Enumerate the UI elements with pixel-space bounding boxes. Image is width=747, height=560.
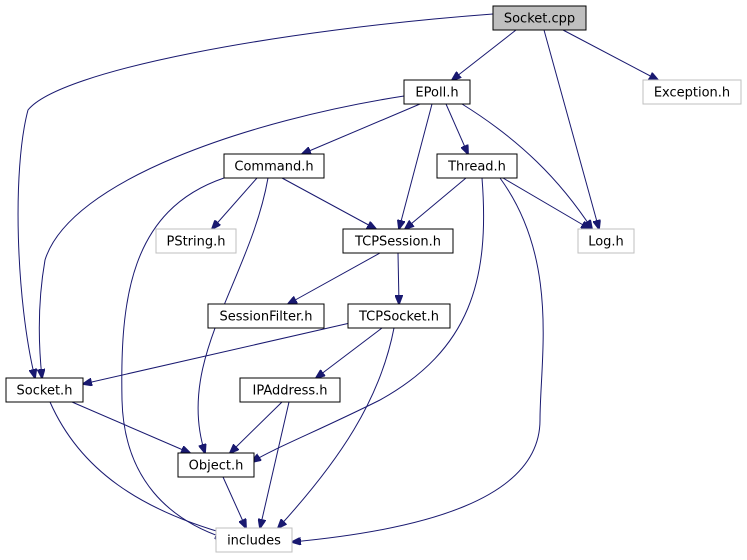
node-tcpsession-h[interactable]: TCPSession.h: [342, 228, 454, 254]
node-tcpsocket-h[interactable]: TCPSocket.h: [347, 303, 451, 329]
edge-ipaddress-h-to-object-h: [230, 401, 283, 453]
edge-epoll-h-to-log-h: [461, 103, 592, 229]
node-sessionfilter-h[interactable]: SessionFilter.h: [207, 303, 325, 329]
node-box: [223, 153, 325, 179]
node-object-h[interactable]: Object.h: [177, 452, 255, 478]
node-label: Object.h: [189, 459, 244, 474]
edge-command-h-to-includes: [121, 177, 224, 538]
edge-command-h-to-pstring-h: [212, 177, 258, 229]
node-box: [155, 228, 237, 254]
node-ipaddress-h[interactable]: IPAddress.h: [239, 377, 341, 403]
node-thread-h[interactable]: Thread.h: [436, 153, 518, 179]
node-box: [436, 153, 518, 179]
node-box: [403, 79, 471, 105]
node-box: [642, 79, 742, 105]
node-box: [207, 303, 325, 329]
node-command-h[interactable]: Command.h: [223, 153, 325, 179]
node-box: [177, 452, 255, 478]
node-label: PString.h: [166, 235, 225, 250]
node-label: TCPSession.h: [354, 235, 441, 250]
edge-tcpsocket-h-to-includes: [278, 327, 395, 528]
node-label: Socket.cpp: [504, 12, 575, 27]
node-label: IPAddress.h: [253, 384, 328, 399]
node-includes: includes: [215, 527, 293, 553]
node-label: includes: [227, 534, 281, 549]
edge-thread-h-to-log-h: [502, 177, 590, 229]
node-epoll-h[interactable]: EPoll.h: [403, 79, 471, 105]
node-socket-h[interactable]: Socket.h: [5, 377, 84, 403]
node-label: Log.h: [588, 235, 624, 250]
node-exception-h: Exception.h: [642, 79, 742, 105]
node-label: Socket.h: [17, 384, 73, 399]
node-pstring-h: PString.h: [155, 228, 237, 254]
edge-tcpsession-h-to-sessionfilter-h: [288, 252, 381, 304]
edge-tcpsocket-h-to-socket-h: [83, 322, 351, 384]
edge-socket-cpp-to-socket-h: [17, 13, 494, 378]
node-label: EPoll.h: [415, 86, 458, 101]
edge-object-h-to-includes: [222, 476, 246, 528]
node-box: [215, 527, 293, 553]
node-log-h: Log.h: [577, 228, 635, 254]
edge-command-h-to-tcpsession-h: [281, 177, 376, 229]
edge-epoll-h-to-command-h: [302, 103, 421, 154]
node-box: [342, 228, 454, 254]
edge-socket-cpp-to-log-h: [543, 29, 599, 229]
edge-epoll-h-to-tcpsession-h: [399, 103, 433, 229]
edge-tcpsocket-h-to-ipaddress-h: [316, 327, 383, 378]
edge-thread-h-to-includes: [292, 177, 544, 542]
edge-socket-h-to-object-h: [71, 401, 190, 453]
edge-layer: [17, 13, 658, 542]
edge-epoll-h-to-thread-h: [445, 103, 468, 154]
node-label: Exception.h: [654, 86, 730, 101]
node-box: [347, 303, 451, 329]
node-socket-cpp[interactable]: Socket.cpp: [492, 5, 587, 31]
node-label: Thread.h: [447, 160, 506, 175]
node-box: [5, 377, 84, 403]
node-box: [492, 5, 587, 31]
edge-socket-h-to-includes: [49, 401, 230, 535]
node-box: [577, 228, 635, 254]
edge-thread-h-to-object-h: [252, 177, 485, 462]
edge-socket-cpp-to-exception-h: [562, 29, 658, 80]
node-label: SessionFilter.h: [220, 310, 313, 325]
node-label: TCPSocket.h: [358, 310, 439, 325]
edge-ipaddress-h-to-includes: [260, 401, 290, 528]
edge-thread-h-to-tcpsession-h: [405, 177, 467, 229]
node-label: Command.h: [234, 160, 313, 175]
node-box: [239, 377, 341, 403]
edge-tcpsession-h-to-tcpsocket-h: [398, 252, 399, 304]
edge-epoll-h-to-socket-h: [39, 95, 405, 378]
edge-socket-cpp-to-epoll-h: [452, 29, 517, 80]
